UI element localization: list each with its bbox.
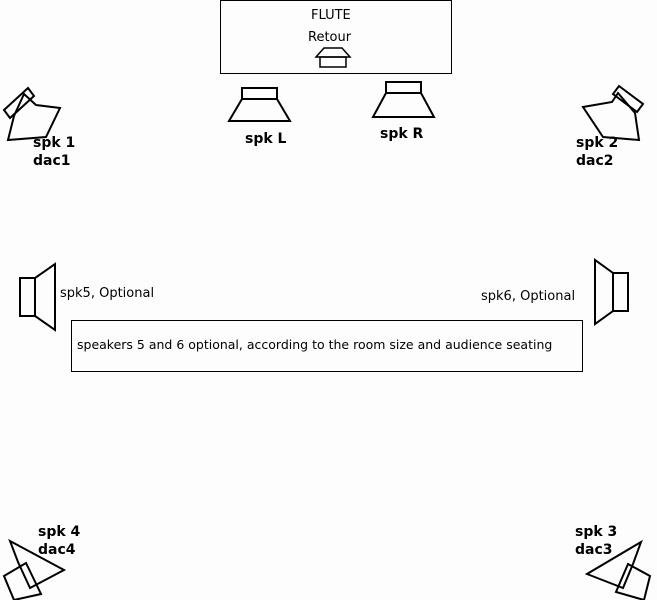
spk-5-speaker-icon (19, 262, 56, 332)
spk-6-label: spk6, Optional (481, 289, 576, 304)
flute-box (220, 0, 452, 74)
spk-4-dac: dac4 (38, 542, 76, 558)
spk-1-dac: dac1 (33, 153, 71, 169)
spk-l-speaker-icon (227, 87, 292, 122)
spk-1-name: spk 1 (33, 135, 76, 151)
spk-3-name: spk 3 (575, 524, 618, 540)
spk-6-speaker-icon (594, 258, 629, 326)
spk-3-speaker-icon (584, 539, 652, 600)
spk-1-label: spk 1 dac1 (33, 134, 75, 170)
spk-4-name: spk 4 (38, 524, 81, 540)
spk-4-speaker-icon (2, 538, 67, 600)
spk-4-label: spk 4 dac4 (38, 523, 80, 559)
retour-label: Retour (308, 30, 352, 45)
note-text: speakers 5 and 6 optional, according to … (77, 337, 553, 352)
retour-speaker-icon (314, 47, 352, 68)
spk-3-dac: dac3 (575, 542, 613, 558)
spk-3-label: spk 3 dac3 (575, 523, 617, 559)
spk-2-speaker-icon (581, 84, 645, 142)
spk-2-dac: dac2 (576, 153, 614, 169)
note-box (71, 320, 583, 372)
spk-5-label: spk5, Optional (60, 286, 155, 301)
flute-title: FLUTE (311, 8, 351, 23)
spk-r-speaker-icon (371, 81, 436, 118)
spk-1-speaker-icon (2, 86, 62, 142)
spk-r-label: spk R (380, 126, 424, 142)
spk-2-label: spk 2 dac2 (576, 134, 618, 170)
spk-2-name: spk 2 (576, 135, 619, 151)
spk-l-label: spk L (245, 131, 287, 147)
